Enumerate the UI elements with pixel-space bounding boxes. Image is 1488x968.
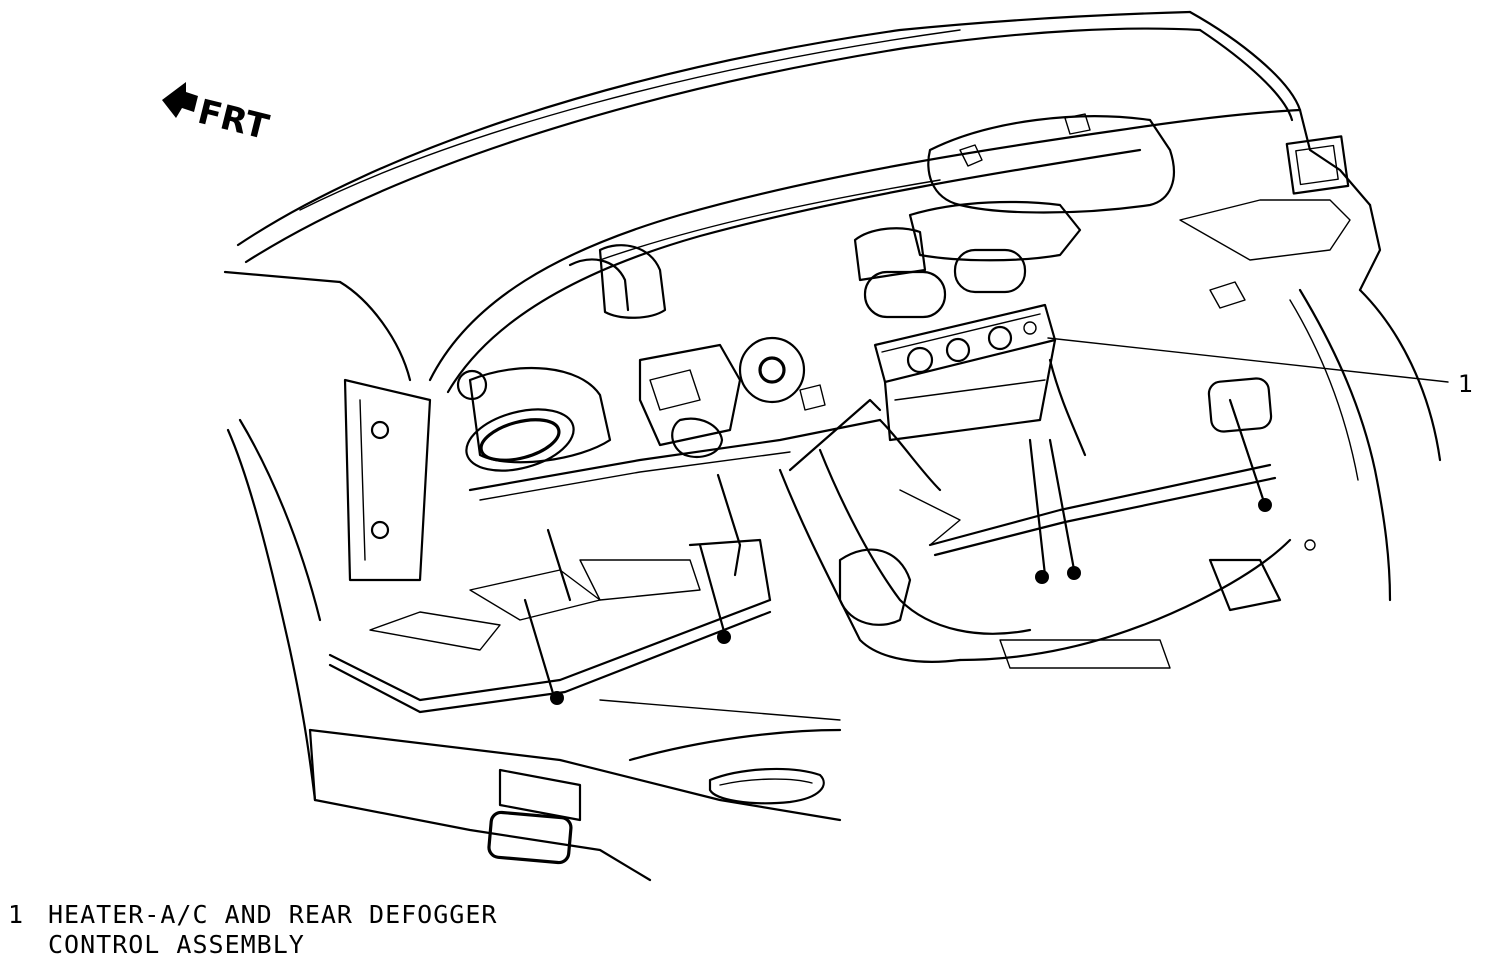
legend-item: 1 HEATER-A/C AND REAR DEFOGGER CONTROL A… — [8, 900, 497, 960]
left-floor-harness — [328, 473, 772, 714]
floor-panel — [308, 699, 842, 882]
front-label: FRT — [194, 92, 273, 148]
legend-line-1: HEATER-A/C AND REAR DEFOGGER — [48, 900, 498, 929]
callout-leader-1 — [1047, 337, 1449, 383]
legend: 1 HEATER-A/C AND REAR DEFOGGER CONTROL A… — [8, 900, 497, 960]
right-kick-panel — [1207, 288, 1442, 602]
callout-number-1: 1 — [1458, 370, 1473, 398]
center-console-tunnel — [778, 448, 1292, 669]
front-arrow-icon — [162, 82, 198, 118]
right-vent-module — [1179, 135, 1351, 309]
heater-ac-control-assembly — [873, 303, 1057, 442]
right-floor-harness — [899, 358, 1277, 584]
legend-number: 1 — [8, 900, 25, 929]
legend-line-2: CONTROL ASSEMBLY — [48, 930, 305, 959]
driver-side-cluster — [456, 244, 826, 472]
windshield-cowl — [223, 10, 1302, 382]
left-kick-panel — [226, 378, 432, 802]
center-air-ducts — [853, 113, 1175, 319]
legend-description: HEATER-A/C AND REAR DEFOGGER CONTROL ASS… — [48, 900, 497, 960]
lower-dash-trim — [468, 398, 942, 501]
dashboard-top — [428, 108, 1382, 394]
